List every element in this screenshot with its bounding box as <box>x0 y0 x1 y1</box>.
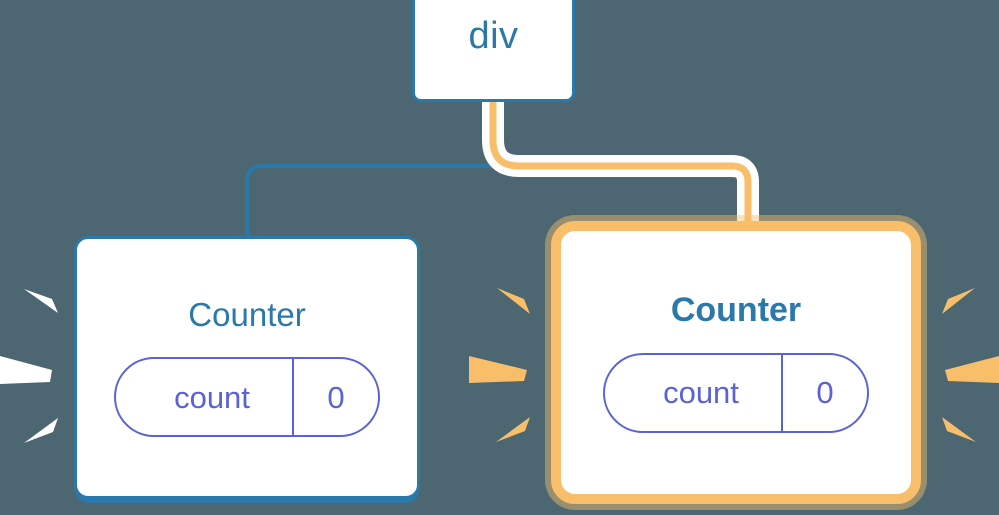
prop-pill-count: count 0 <box>114 357 380 437</box>
node-counter-left-title: Counter <box>188 296 306 333</box>
node-div[interactable]: div <box>412 0 575 102</box>
sparkle-group-counter-left <box>0 289 58 443</box>
prop-value-label: 0 <box>781 354 867 431</box>
node-counter-right-title: Counter <box>670 290 802 329</box>
sparkle-ray-upper-icon <box>942 288 975 314</box>
prop-value-label: 0 <box>292 359 378 435</box>
prop-pill-count: count 0 <box>603 352 869 433</box>
node-div-title: div <box>468 15 519 57</box>
edge-div-to-counter-left <box>245 102 495 236</box>
sparkle-ray-lower-icon <box>24 418 58 443</box>
sparkle-ray-lower-icon <box>496 417 530 442</box>
prop-key-label: count <box>174 379 250 415</box>
sparkle-ray-lower-icon <box>942 417 976 442</box>
sparkle-ray-upper-icon <box>497 288 530 314</box>
sparkle-ray-middle-icon <box>945 356 999 383</box>
node-counter-right[interactable]: Counter count 0 <box>551 221 921 504</box>
edge-div-to-counter-right <box>489 102 752 232</box>
sparkle-group-counter-right-left <box>469 288 530 442</box>
sparkle-group-counter-right-right <box>942 288 999 442</box>
sparkle-ray-upper-icon <box>24 289 58 313</box>
node-counter-left[interactable]: Counter count 0 <box>74 236 420 499</box>
sparkle-ray-middle-icon <box>469 356 527 383</box>
prop-key-label: count <box>663 375 739 410</box>
sparkle-ray-middle-icon <box>0 356 52 384</box>
